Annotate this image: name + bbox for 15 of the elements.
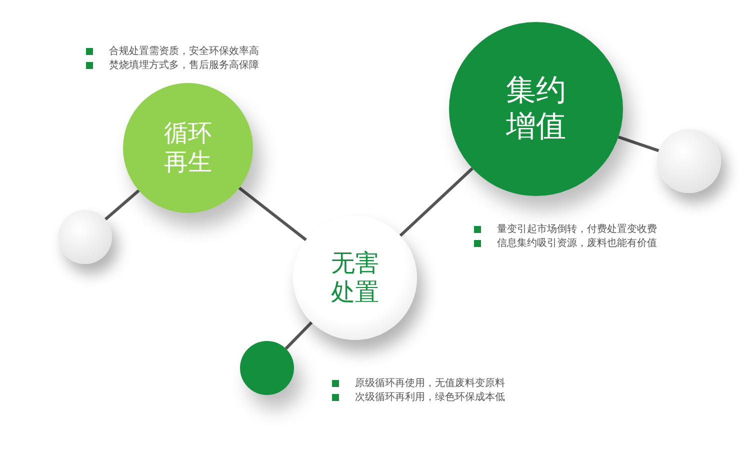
bullet-text: 次级循环再利用，绿色环保成本低 bbox=[355, 390, 505, 404]
circle-node: 循环再生 bbox=[123, 83, 253, 213]
connector-line bbox=[104, 189, 140, 220]
circle-node: 无害处置 bbox=[293, 216, 417, 340]
bullet-text: 原级循环再使用，无值废料变原料 bbox=[355, 376, 505, 390]
connector-line bbox=[399, 167, 474, 237]
bullet-text: 焚烧填埋方式多，售后服务高保障 bbox=[109, 58, 259, 72]
bullet-text: 信息集约吸引资源，废料也能有价值 bbox=[497, 236, 657, 250]
circle bbox=[240, 341, 294, 395]
circle-node: 集约增值 bbox=[449, 22, 623, 196]
circle bbox=[58, 210, 112, 264]
connector-line bbox=[284, 321, 313, 350]
bullet-text: 合规处置需资质，安全环保效率高 bbox=[109, 44, 259, 58]
connector-line bbox=[238, 186, 307, 242]
bullet-text: 量变引起市场倒转，付费处置变收费 bbox=[497, 222, 657, 236]
